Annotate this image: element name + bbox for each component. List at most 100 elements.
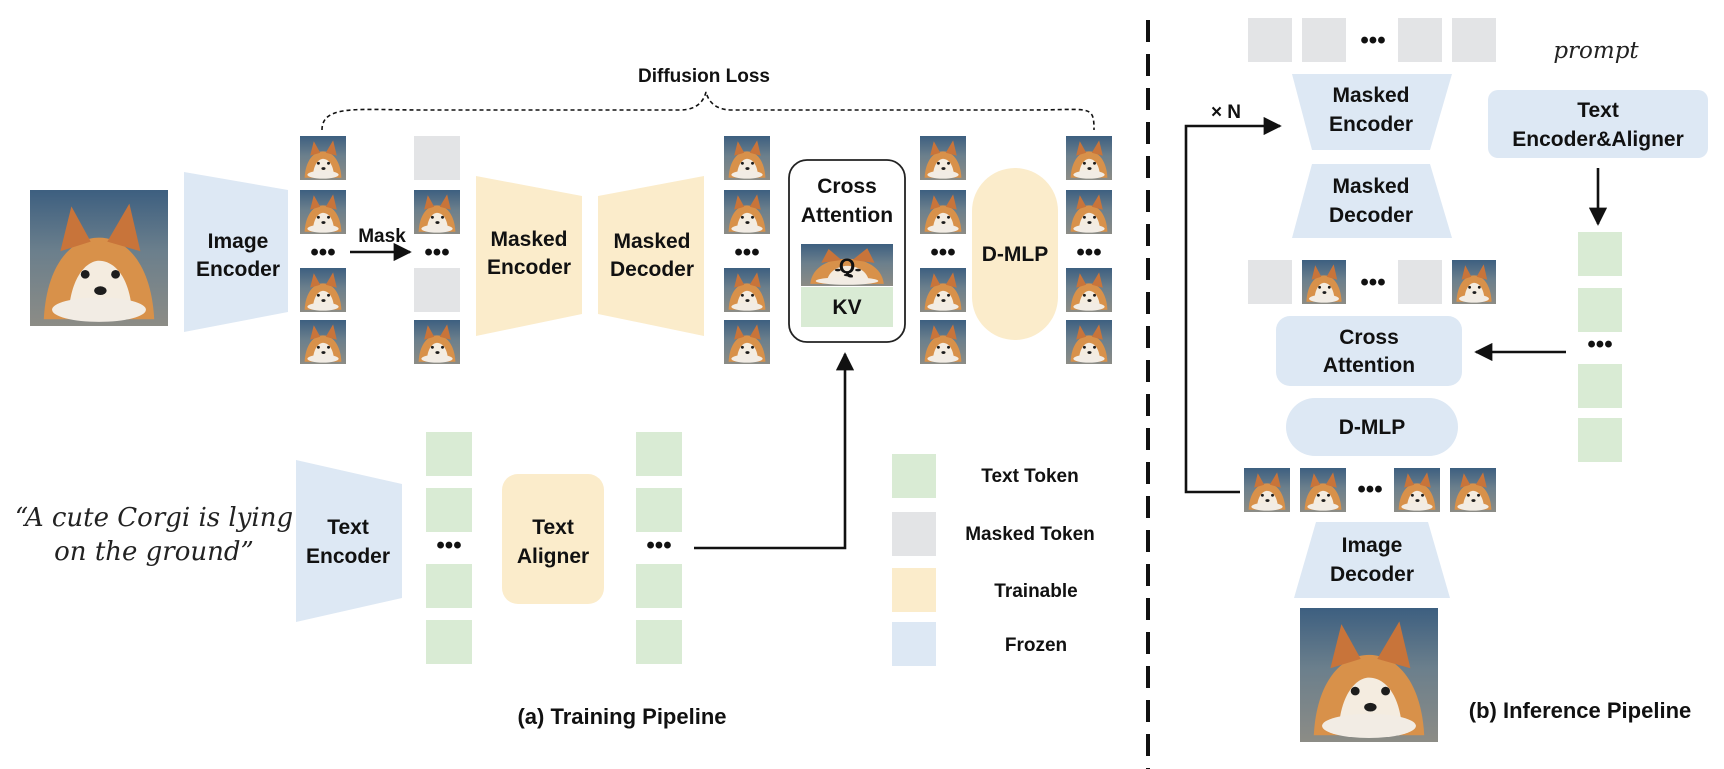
caption-text-line-2: on the ground” — [54, 537, 254, 567]
image-encoder-block — [184, 172, 288, 332]
image-token — [920, 268, 966, 312]
text-token — [426, 432, 472, 476]
ellipsis: ••• — [646, 532, 671, 559]
image-encoder-label-2: Encoder — [196, 258, 280, 281]
legend-masked-token-swatch — [892, 512, 936, 556]
text-aligner-label-1: Text — [532, 516, 574, 539]
image-token — [724, 268, 770, 312]
output-image — [1300, 608, 1438, 742]
image-token — [300, 320, 346, 364]
ellipsis: ••• — [734, 239, 759, 266]
masked-token — [414, 268, 460, 312]
masked-token — [1248, 260, 1292, 304]
ellipsis: ••• — [1360, 27, 1385, 54]
inference-masked-encoder-block — [1292, 74, 1452, 150]
dmlp-block — [972, 168, 1058, 340]
masked-decoder-label-1: Masked — [613, 230, 690, 253]
masked-decoder-label-2: Decoder — [610, 258, 694, 281]
ellipsis: ••• — [1360, 269, 1385, 296]
text-encoder-label-1: Text — [327, 516, 369, 539]
text-encoder-label-2: Encoder — [306, 545, 390, 568]
legend-masked-token-label: Masked Token — [965, 524, 1095, 545]
image-token — [1394, 468, 1440, 512]
image-token — [1450, 468, 1496, 512]
dmlp-label: D-MLP — [982, 243, 1049, 266]
masked-encoder-label-2: Encoder — [487, 256, 571, 279]
image-token — [1452, 260, 1496, 304]
image-decoder-block — [1294, 522, 1450, 598]
legend-text-token-label: Text Token — [981, 466, 1078, 487]
inference-caption: (b) Inference Pipeline — [1469, 698, 1692, 723]
masked-token — [414, 136, 460, 180]
inference-masked-decoder-label-1: Masked — [1332, 175, 1409, 198]
legend-text-token-swatch — [892, 454, 936, 498]
repeat-label: × N — [1211, 102, 1241, 123]
legend-trainable-swatch — [892, 568, 936, 612]
repeat-loop-arrow — [1184, 116, 1282, 494]
image-token — [1244, 468, 1290, 512]
diffusion-loss-brace — [321, 91, 1095, 131]
diffusion-loss-label: Diffusion Loss — [638, 66, 770, 87]
image-decoder-label-2: Decoder — [1330, 563, 1414, 586]
image-token — [920, 320, 966, 364]
mask-label: Mask — [358, 226, 406, 247]
ellipsis: ••• — [1076, 239, 1101, 266]
text-token — [1578, 232, 1622, 276]
inference-masked-decoder-block — [1292, 164, 1452, 238]
image-token — [300, 268, 346, 312]
masked-token — [1452, 18, 1496, 62]
text-aligner-label-2: Aligner — [517, 545, 589, 568]
image-token — [1066, 268, 1112, 312]
image-token — [920, 190, 966, 234]
text-encoder-block — [296, 460, 402, 622]
inference-masked-decoder-label-2: Decoder — [1329, 204, 1413, 227]
text-token — [636, 432, 682, 476]
ellipsis: ••• — [1357, 476, 1382, 503]
ellipsis: ••• — [436, 532, 461, 559]
text-token — [636, 620, 682, 664]
image-encoder-label-1: Image — [208, 230, 269, 253]
masked-decoder-block — [598, 176, 704, 336]
text-token — [636, 488, 682, 532]
text-token — [1578, 364, 1622, 408]
text-encoder-aligner-label-2: Encoder&Aligner — [1512, 128, 1684, 151]
text-token — [636, 564, 682, 608]
image-token — [1066, 136, 1112, 180]
masked-token — [1398, 18, 1442, 62]
ellipsis: ••• — [1587, 331, 1612, 358]
text-aligner-block — [502, 474, 604, 604]
legend-frozen-swatch — [892, 622, 936, 666]
image-token — [300, 190, 346, 234]
inference-masked-encoder-label-1: Masked — [1332, 84, 1409, 107]
text-to-cross-attention-arrow — [694, 352, 855, 550]
q-label: Q — [839, 255, 855, 278]
text-encoder-aligner-block — [1488, 90, 1708, 158]
image-token — [724, 320, 770, 364]
inference-dmlp-block — [1286, 398, 1458, 456]
ellipsis: ••• — [310, 239, 335, 266]
image-token — [920, 136, 966, 180]
text-token — [426, 620, 472, 664]
ellipsis: ••• — [930, 239, 955, 266]
legend-frozen-label: Frozen — [1005, 635, 1067, 656]
inference-masked-encoder-label-2: Encoder — [1329, 113, 1413, 136]
ellipsis: ••• — [424, 239, 449, 266]
image-token — [724, 136, 770, 180]
inference-cross-attention-label-1: Cross — [1339, 326, 1399, 349]
masked-token — [1302, 18, 1346, 62]
cross-attention-label-1: Cross — [817, 175, 877, 198]
image-token — [724, 190, 770, 234]
text-token — [1578, 288, 1622, 332]
image-token — [414, 190, 460, 234]
inference-cross-attention-label-2: Attention — [1323, 354, 1415, 377]
masked-encoder-block — [476, 176, 582, 336]
image-token — [414, 320, 460, 364]
kv-token — [801, 287, 893, 327]
inference-dmlp-label: D-MLP — [1339, 416, 1406, 439]
text-token — [426, 564, 472, 608]
text-token — [426, 488, 472, 532]
prompt-label: prompt — [1553, 38, 1639, 64]
inference-cross-attention-block — [1276, 316, 1462, 386]
